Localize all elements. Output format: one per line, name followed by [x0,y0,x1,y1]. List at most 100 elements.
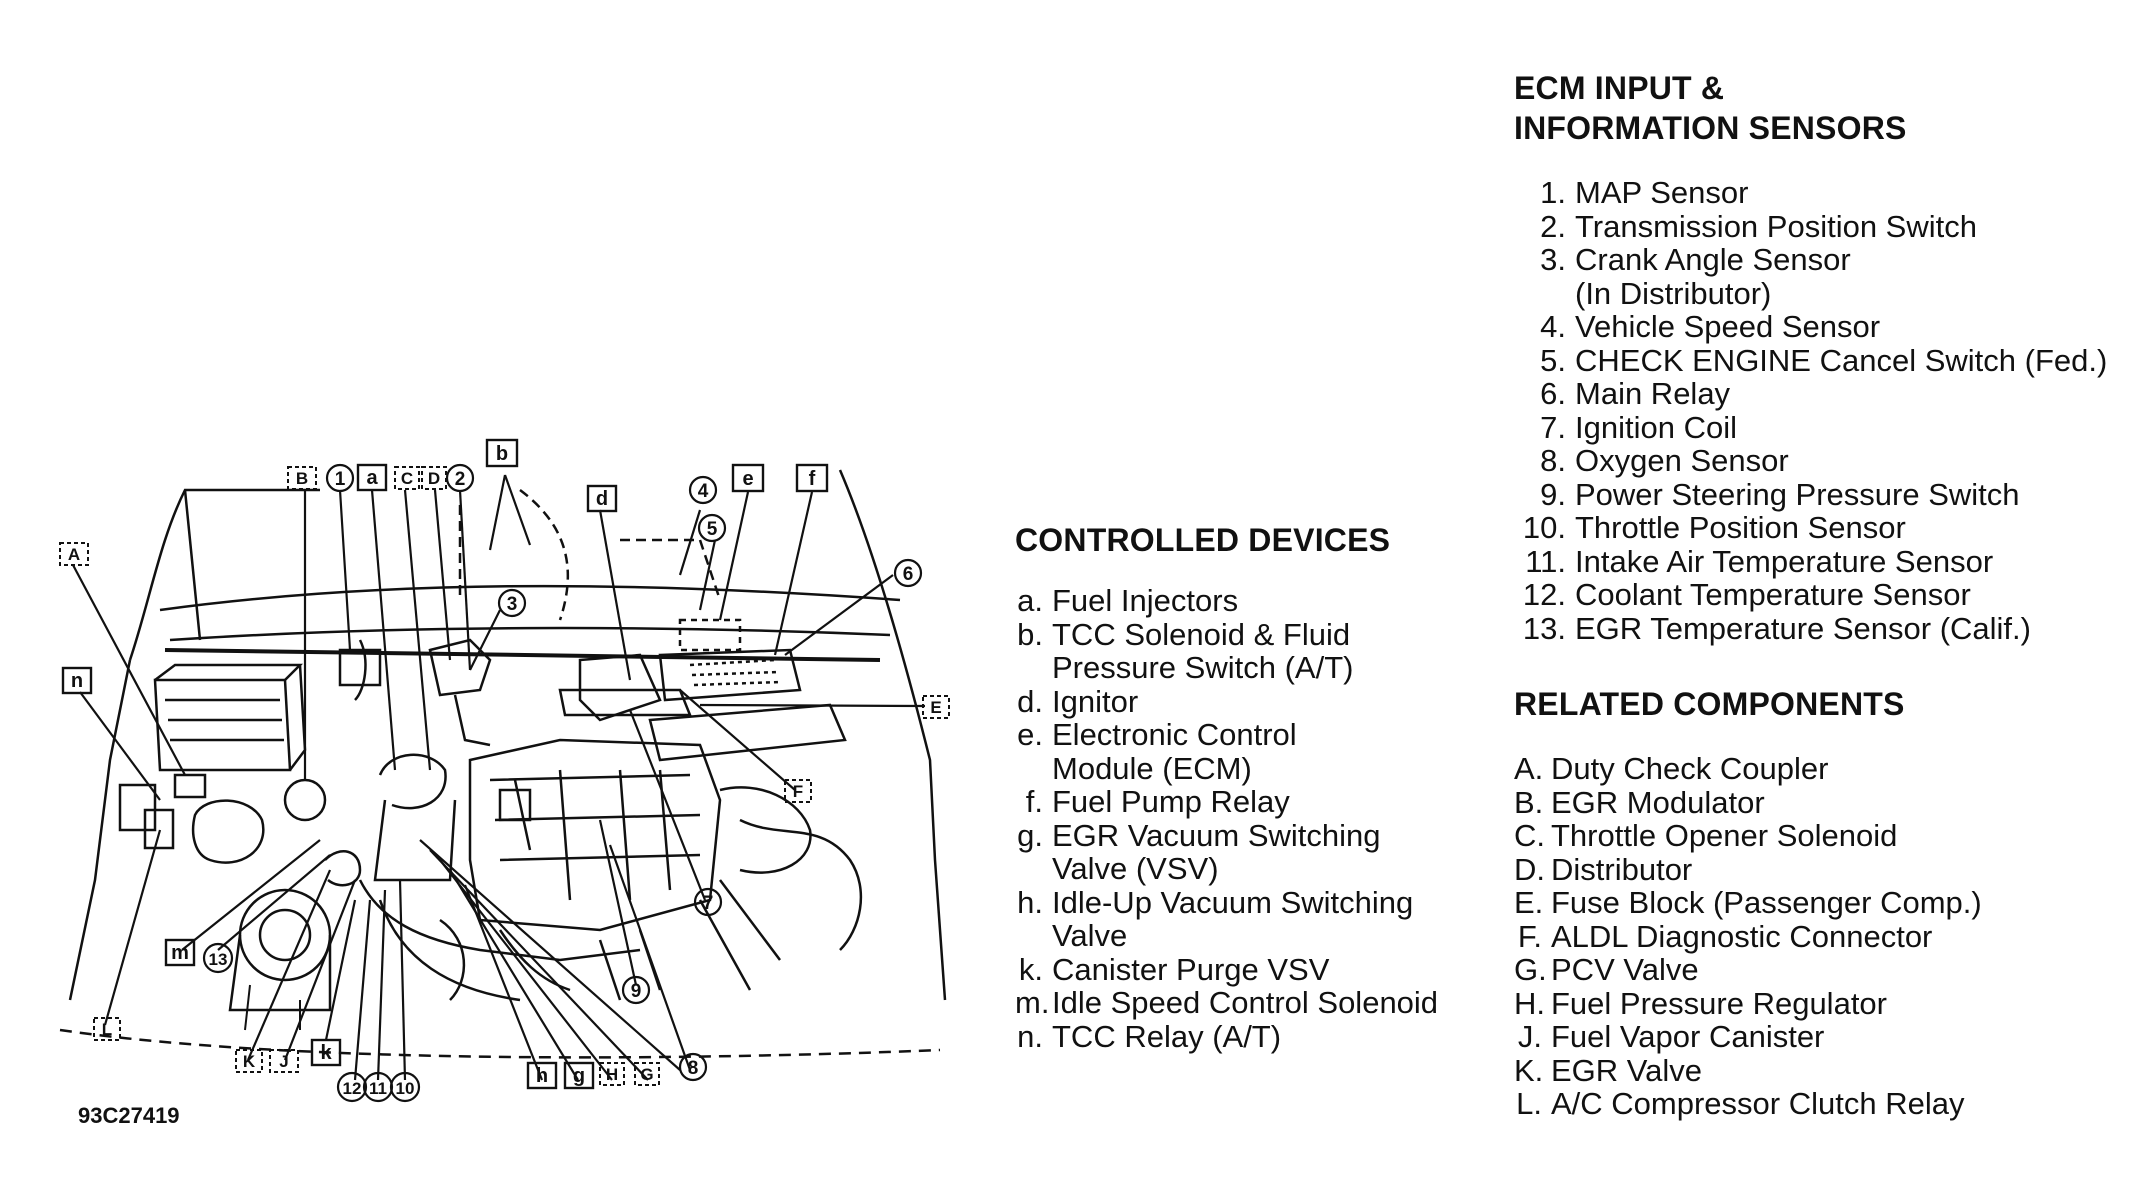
callout-12: 12 [336,1071,368,1103]
legend-item-key: A. [1514,751,1544,786]
callout-5: 5 [697,513,727,543]
svg-text:a: a [366,467,378,489]
svg-text:f: f [809,468,816,490]
svg-text:8: 8 [688,1058,699,1079]
legend-item-text: Canister Purge VSV [1052,951,1330,987]
legend-item: G.PCV Valve [1514,953,1982,987]
legend-item-key [1015,752,1043,786]
svg-text:h: h [536,1065,548,1087]
legend-item: Valve (VSV) [1015,852,1438,886]
legend-item-key: e. [1017,717,1043,752]
legend-item-text: Module (ECM) [1052,750,1252,786]
legend-item: h.Idle-Up Vacuum Switching [1015,885,1438,920]
legend-item-key: G. [1514,952,1547,987]
svg-text:d: d [596,488,608,510]
legend-item-text: Ignition Coil [1575,409,1737,445]
legend-item: L. A/C Compressor Clutch Relay [1514,1087,1982,1121]
engine-drawing [59,469,947,1059]
svg-text:n: n [71,670,83,692]
legend-item-key: 13. [1522,610,1566,646]
legend-item: A.Duty Check Coupler [1514,752,1982,786]
callout-H: H [599,1062,625,1086]
legend-item-key: 1. [1540,175,1566,210]
legend-item: m.Idle Speed Control Solenoid [1015,986,1438,1020]
svg-text:K: K [243,1052,256,1071]
callout-C: C [394,466,420,490]
legend-item: 6. Main Relay [1514,377,2107,411]
legend-item: Valve [1015,919,1438,953]
legend-item-key: 7. [1540,409,1566,445]
legend-item-key: 9. [1540,476,1566,512]
legend-item-text: Main Relay [1575,376,1731,411]
legend-item-text: A/C Compressor Clutch Relay [1551,1086,1965,1121]
callout-f: f [795,463,829,493]
callout-3: 3 [497,588,527,618]
legend-item-key: F. [1517,918,1542,954]
legend-item: 4.Vehicle Speed Sensor [1514,310,2107,344]
callout-n: n [61,666,93,695]
legend-item: n.TCC Relay (A/T) [1015,1018,1438,1054]
legend-item-text: EGR Modulator [1551,784,1765,820]
callout-leader-lines [72,474,926,1081]
legend-item-key [1015,919,1043,953]
legend-item: H.Fuel Pressure Regulator [1514,985,1982,1021]
legend-item-key: 6. [1540,376,1566,411]
callout-J: J [269,1049,299,1073]
callout-9: 9 [621,975,651,1005]
callout-G: G [634,1062,660,1086]
legend-item: g.EGR Vacuum Switching [1015,817,1438,853]
callout-a: a [356,463,388,492]
legend-item: Module (ECM) [1015,750,1438,786]
legend-item-key: 4. [1540,309,1566,344]
legend-item-text: Coolant Temperature Sensor [1575,577,1971,612]
svg-text:13: 13 [209,950,228,969]
callout-4: 4 [688,475,718,505]
legend-item-key: L. [1516,1086,1542,1121]
callout-13: 13 [202,942,234,974]
legend-item: 9.Power Steering Pressure Switch [1514,476,2107,512]
legend-item: 12. Coolant Temperature Sensor [1514,578,2107,612]
legend-item-text: Valve [1052,918,1128,953]
legend-item: 7.Ignition Coil [1514,409,2107,445]
svg-text:4: 4 [698,481,709,502]
svg-text:L: L [102,1020,112,1039]
legend-item: (In Distributor) [1514,276,2107,311]
legend-item-text: TCC Relay (A/T) [1052,1018,1282,1054]
svg-text:12: 12 [343,1079,362,1098]
legend-item-key: B. [1514,784,1544,820]
legend-item: F.ALDL Diagnostic Connector [1514,918,1982,954]
legend-item: 1.MAP Sensor [1514,176,2107,210]
ecm-sensors-heading: ECM INPUT & INFORMATION SENSORS [1514,68,2107,148]
legend-item-text: Ignitor [1052,683,1139,719]
legend-item-text: Throttle Position Sensor [1575,510,1906,545]
legend-item-key: 12. [1522,577,1566,612]
svg-text:B: B [296,469,308,488]
callout-h: h [526,1061,558,1090]
svg-text:7: 7 [703,893,714,914]
legend-item-text: PCV Valve [1551,952,1699,987]
legend-item-key: 11. [1525,543,1566,579]
legend-item-text: Transmission Position Switch [1575,208,1977,244]
callout-e: e [731,463,765,493]
legend-item-key: 10. [1522,510,1566,545]
callout-8: 8 [678,1052,708,1082]
controlled-devices-heading: CONTROLLED DEVICES [1015,522,1391,558]
legend-item-text: Fuel Pressure Regulator [1551,985,1887,1021]
legend-item-text: EGR Vacuum Switching [1052,817,1381,853]
callout-m: m [164,938,196,967]
legend-item: 10. Throttle Position Sensor [1514,511,2107,545]
legend-item: d.Ignitor [1015,683,1438,719]
legend-item-text: Fuel Vapor Canister [1551,1019,1825,1054]
legend-item-text: Fuel Injectors [1052,583,1239,618]
legend-item-key: C. [1514,818,1545,853]
legend-item-text: Throttle Opener Solenoid [1551,818,1898,853]
ecm-sensors-heading-line1: ECM INPUT & [1514,70,1725,106]
svg-text:E: E [930,698,941,717]
legend-item: k.Canister Purge VSV [1015,951,1438,987]
svg-text:D: D [428,469,440,488]
callout-L: L [93,1017,121,1041]
ecm-sensors-legend: ECM INPUT & INFORMATION SENSORS 1.MAP Se… [1514,68,2107,645]
